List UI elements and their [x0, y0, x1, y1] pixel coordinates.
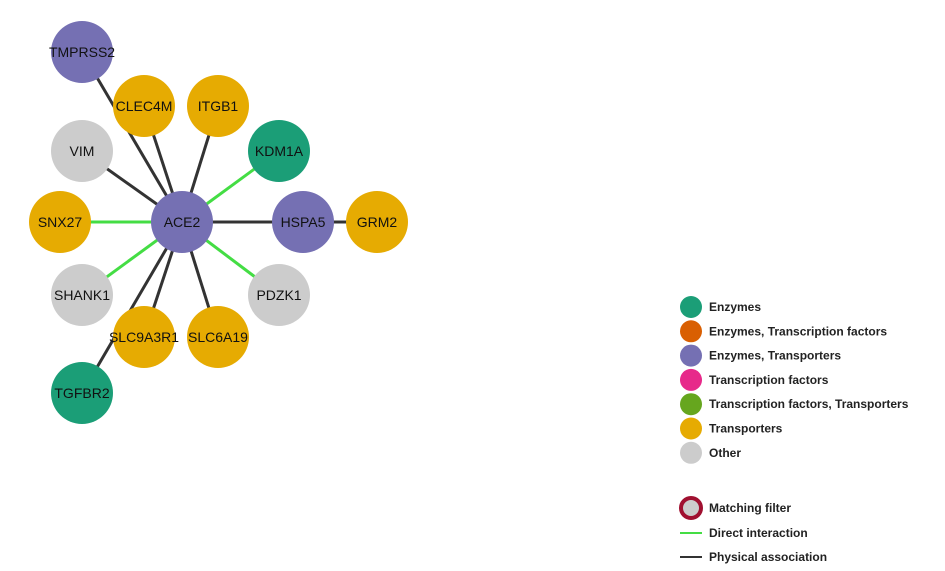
legend-swatch — [680, 368, 702, 391]
matching-filter-label: Matching filter — [709, 501, 791, 515]
node-clec4m[interactable]: CLEC4M — [113, 75, 175, 137]
node-label: SNX27 — [38, 214, 83, 230]
legend-swatch — [680, 296, 702, 318]
node-circle[interactable] — [51, 362, 113, 424]
legend-item-enzymes-tf: Enzymes, Transcription factors — [680, 320, 887, 343]
node-grm2[interactable]: GRM2 — [346, 191, 408, 253]
direct-interaction-label: Direct interaction — [709, 526, 808, 540]
node-circle[interactable] — [187, 75, 249, 137]
legend-physical-association: Physical association — [680, 550, 827, 564]
legend-swatch — [680, 441, 702, 464]
node-circle[interactable] — [346, 191, 408, 253]
legend-direct-interaction: Direct interaction — [680, 526, 808, 540]
edge-ace2-tgfbr2 — [80, 221, 184, 394]
node-vim[interactable]: VIM — [51, 120, 113, 182]
legend-swatch — [680, 320, 702, 343]
node-label: GRM2 — [357, 214, 398, 230]
edge-ace2-tmprss2 — [80, 51, 184, 223]
node-label: PDZK1 — [256, 287, 301, 303]
node-label: ACE2 — [164, 214, 201, 230]
node-kdm1a[interactable]: KDM1A — [248, 120, 310, 182]
node-label: SHANK1 — [54, 287, 110, 303]
node-circle[interactable] — [51, 264, 113, 326]
node-tmprss2[interactable]: TMPRSS2 — [49, 21, 115, 83]
node-itgb1[interactable]: ITGB1 — [187, 75, 249, 137]
node-circle[interactable] — [187, 306, 249, 368]
legend-swatch — [680, 344, 702, 367]
node-label: HSPA5 — [281, 214, 326, 230]
legend-item-transporters: Transporters — [680, 417, 783, 440]
node-label: VIM — [70, 143, 95, 159]
node-slc6a19[interactable]: SLC6A19 — [187, 306, 249, 368]
legend-item-tf-transporters: Transcription factors, Transporters — [680, 393, 909, 416]
legend-item-other: Other — [680, 441, 741, 464]
node-circle[interactable] — [29, 191, 91, 253]
node-label: SLC9A3R1 — [109, 329, 179, 345]
legend-label: Transporters — [709, 422, 783, 436]
node-label: KDM1A — [255, 143, 304, 159]
node-shank1[interactable]: SHANK1 — [51, 264, 113, 326]
legend-label: Enzymes, Transcription factors — [709, 324, 887, 338]
legend-item-transcription-factors: Transcription factors — [680, 368, 829, 391]
legend-swatch — [680, 417, 702, 440]
matching-filter-swatch — [679, 496, 703, 520]
node-label: SLC6A19 — [188, 329, 248, 345]
legend-item-enzymes: Enzymes — [680, 296, 761, 318]
legend-matching-filter: Matching filter — [679, 496, 791, 520]
node-snx27[interactable]: SNX27 — [29, 191, 91, 253]
node-label: TGFBR2 — [54, 385, 109, 401]
node-circle[interactable] — [151, 191, 213, 253]
legend-swatch — [680, 393, 702, 416]
node-label: CLEC4M — [116, 98, 173, 114]
legend-label: Transcription factors, Transporters — [709, 397, 909, 411]
node-tgfbr2[interactable]: TGFBR2 — [51, 362, 113, 424]
node-label: ITGB1 — [198, 98, 239, 114]
node-slc9a3r1[interactable]: SLC9A3R1 — [109, 306, 179, 368]
legend-label: Enzymes, Transporters — [709, 349, 841, 363]
node-circle[interactable] — [248, 264, 310, 326]
node-circle[interactable] — [248, 120, 310, 182]
node-circle[interactable] — [113, 306, 175, 368]
legend-label: Enzymes — [709, 300, 761, 314]
node-pdzk1[interactable]: PDZK1 — [248, 264, 310, 326]
node-circle[interactable] — [51, 21, 113, 83]
node-circle[interactable] — [51, 120, 113, 182]
legend-label: Other — [709, 446, 741, 460]
node-circle[interactable] — [272, 191, 334, 253]
node-label: TMPRSS2 — [49, 44, 115, 60]
node-ace2[interactable]: ACE2 — [151, 191, 213, 253]
legend-label: Transcription factors — [709, 373, 829, 387]
physical-association-label: Physical association — [709, 550, 827, 564]
node-hspa5[interactable]: HSPA5 — [272, 191, 334, 253]
node-circle[interactable] — [113, 75, 175, 137]
legend-item-enzymes-transporters: Enzymes, Transporters — [680, 344, 841, 367]
